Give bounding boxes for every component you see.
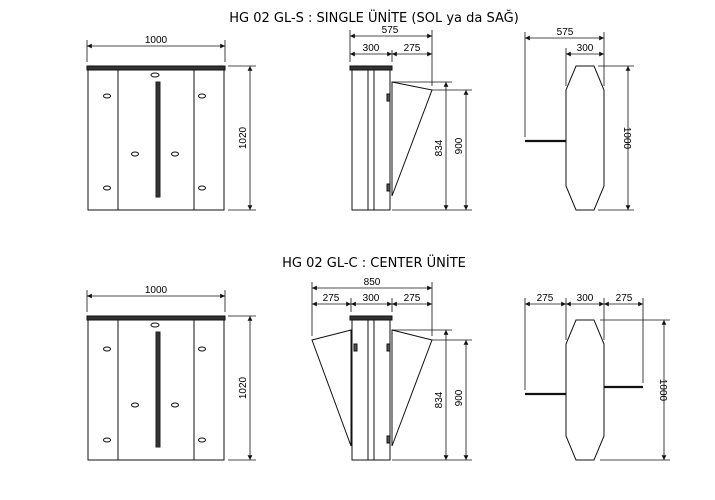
center-top-dimensions: [524, 298, 670, 461]
single-side-dimensions: [349, 30, 472, 211]
center-side-body-label: 300: [363, 293, 380, 304]
single-top-body-label: 300: [577, 43, 594, 54]
center-front-dimensions: [86, 290, 256, 461]
center-top-view: [525, 319, 643, 461]
single-front-height-label: 1020: [238, 126, 249, 149]
center-side-view: [311, 315, 433, 461]
center-top-wing-right-label: 275: [616, 293, 633, 304]
single-top-length-label: 1000: [621, 127, 632, 150]
center-side-h2-label: 900: [454, 389, 465, 406]
center-side-wing-right-label: 275: [404, 293, 421, 304]
single-top-total-label: 575: [557, 27, 574, 38]
center-front-view: [86, 315, 226, 461]
single-side-h2-label: 900: [454, 137, 465, 154]
single-side-h1-label: 834: [434, 139, 445, 156]
single-front-view: [86, 65, 226, 211]
single-top-dimensions: [524, 32, 634, 211]
single-top-view: [525, 65, 605, 211]
center-top-length-label: 1000: [657, 379, 668, 402]
title-center-unit: HG 02 GL-C : CENTER ÜNİTE: [282, 254, 466, 271]
center-front-height-label: 1020: [238, 376, 249, 399]
single-front-width-label: 1000: [145, 35, 168, 46]
single-side-total-label: 575: [382, 25, 399, 36]
title-single-unit: HG 02 GL-S : SINGLE ÜNİTE (SOL ya da SAĞ…: [229, 9, 519, 26]
center-top-body-label: 300: [577, 293, 594, 304]
single-side-body-label: 300: [363, 43, 380, 54]
center-top-wing-left-label: 275: [537, 293, 554, 304]
center-front-width-label: 1000: [145, 285, 168, 296]
single-side-wing-label: 275: [404, 43, 421, 54]
center-side-h1-label: 834: [434, 391, 445, 408]
center-side-wing-left-label: 275: [323, 293, 340, 304]
single-side-view: [349, 65, 433, 211]
single-front-dimensions: [86, 40, 256, 211]
center-side-dimensions: [311, 282, 472, 461]
center-side-total-label: 850: [364, 277, 381, 288]
